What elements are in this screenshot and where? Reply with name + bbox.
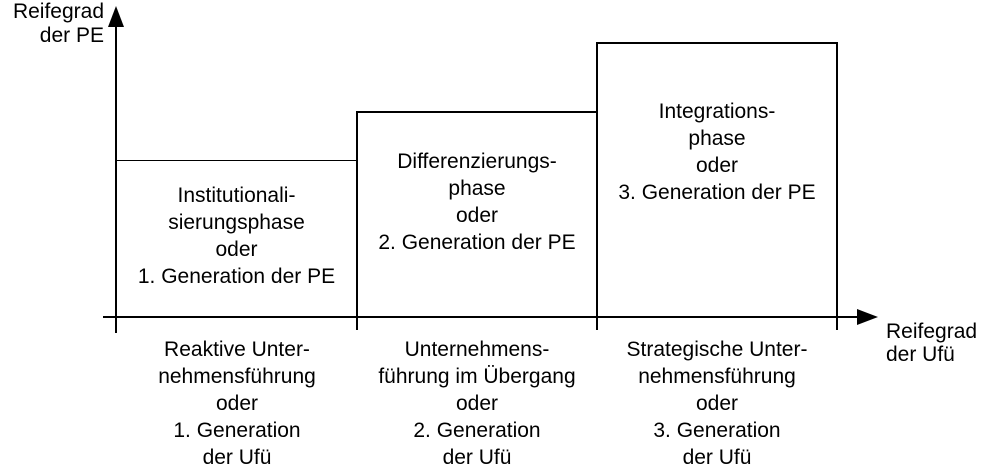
phase-box-1: Institutionali- sierungsphase oder 1. Ge… [115, 160, 358, 330]
phase-box-1-line2: sierungsphase [168, 211, 305, 234]
phase-box-2-line4: 2. Generation der PE [378, 231, 576, 254]
x-axis-category-1-line3: oder [215, 392, 259, 415]
y-axis-label: Reifegrad der PE [0, 0, 104, 48]
x-axis-category-2-line5: der Ufü [442, 446, 512, 469]
x-axis-label-line1: Reifegrad [886, 320, 978, 343]
phase-box-2-line2: phase [448, 177, 506, 200]
phase-box-1-line1: Institutionali- [177, 184, 296, 207]
phase-box-3: Integrations- phase oder 3. Generation d… [596, 42, 838, 330]
x-axis-label: Reifegrad der Ufü [886, 320, 977, 366]
y-axis-label-line1: Reifegrad [12, 0, 104, 23]
phase-box-3-line1: Integrations- [658, 100, 776, 123]
phase-box-2: Differenzierungs- phase oder 2. Generati… [356, 111, 598, 330]
phase-box-1-line4: 1. Generation der PE [137, 265, 336, 288]
x-axis-category-3: Strategische Unter- nehmensführung oder … [596, 336, 838, 471]
phase-box-1-line3: oder [215, 238, 258, 261]
x-axis-category-1-line2: nehmensführung [158, 365, 316, 388]
phase-box-3-line4: 3. Generation der PE [618, 181, 816, 204]
phase-box-3-line3: oder [695, 154, 739, 177]
x-axis-category-3-line4: 3. Generation [653, 419, 781, 442]
x-axis-category-2-line4: 2. Generation [413, 419, 541, 442]
x-axis-category-3-line1: Strategische Unter- [626, 338, 808, 361]
x-axis-arrow-icon [857, 309, 878, 325]
x-axis-category-1-line5: der Ufü [202, 446, 272, 469]
x-axis-category-1-line1: Reaktive Unter- [164, 338, 310, 361]
x-axis-category-3-line3: oder [695, 392, 739, 415]
x-axis-category-2-line1: Unternehmens- [404, 338, 550, 361]
x-axis-category-2-line2: führung im Übergang [378, 365, 576, 388]
y-axis-arrow-icon [108, 6, 124, 27]
x-axis-category-1: Reaktive Unter- nehmensführung oder 1. G… [116, 336, 358, 471]
x-axis-category-1-line4: 1. Generation [173, 419, 301, 442]
x-axis-line [103, 316, 860, 318]
x-axis-category-2: Unternehmens- führung im Übergang oder 2… [356, 336, 598, 471]
phase-box-2-line3: oder [455, 204, 499, 227]
x-axis-category-3-line2: nehmensführung [638, 365, 796, 388]
phase-box-3-line2: phase [688, 127, 746, 150]
y-axis-label-line2: der PE [39, 24, 104, 47]
x-axis-label-line2: der Ufü [886, 343, 955, 366]
x-axis-category-3-line5: der Ufü [682, 446, 752, 469]
x-axis-category-2-line3: oder [455, 392, 499, 415]
phase-box-2-line1: Differenzierungs- [397, 150, 557, 173]
